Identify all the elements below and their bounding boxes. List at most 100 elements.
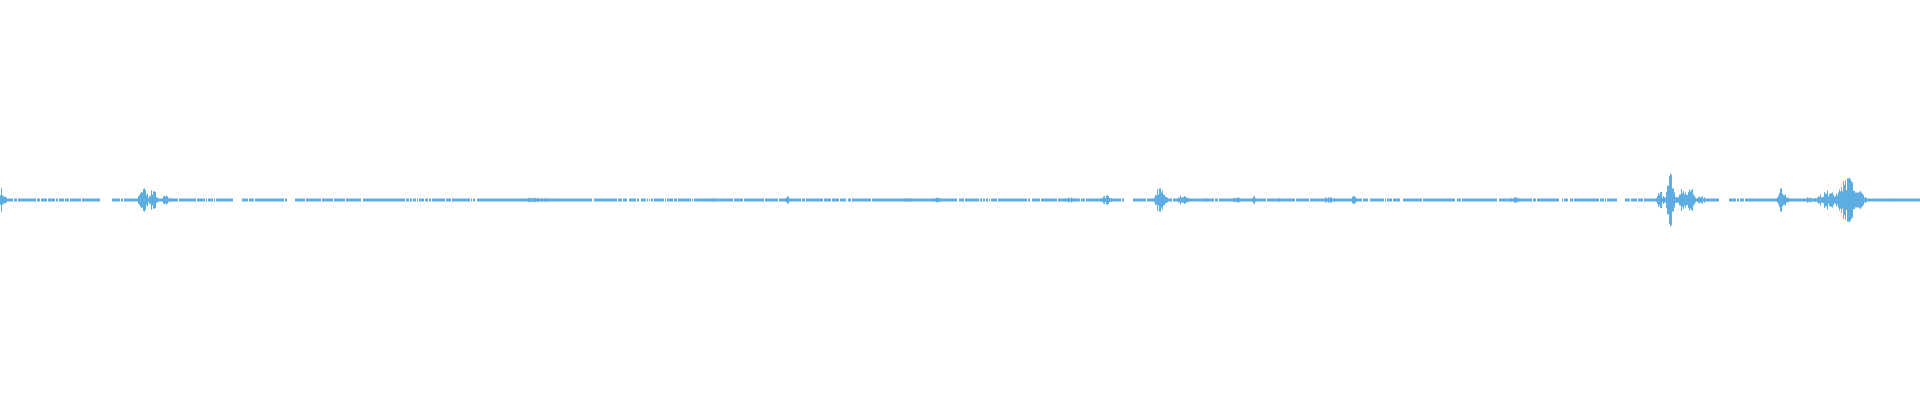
waveform-sample [421,198,422,202]
waveform-sample [1848,178,1849,222]
waveform-sample [1,188,2,212]
waveform-sample [1690,191,1691,209]
waveform-sample [61,198,62,202]
waveform-sample [860,198,861,202]
waveform-sample [1175,198,1176,202]
waveform-sample [1466,198,1467,202]
waveform-sample [566,198,567,202]
waveform-sample [1863,194,1864,206]
waveform-sample [934,198,935,202]
waveform-sample [199,198,200,202]
waveform-sample [1762,198,1763,202]
waveform-sample [1039,198,1040,202]
waveform-sample [1023,198,1024,202]
waveform-sample [170,198,171,202]
waveform-sample [608,198,609,202]
waveform-sample [591,198,592,202]
waveform-sample [1649,198,1650,202]
waveform-sample [882,198,883,202]
waveform-sample [490,198,491,202]
waveform-sample [478,198,479,202]
waveform-sample [1335,198,1336,202]
waveform-sample [1178,197,1179,203]
waveform-sample [50,198,51,202]
waveform-sample [226,198,227,202]
waveform-sample [634,198,635,202]
waveform-sample [1022,198,1023,202]
waveform-sample [770,198,771,202]
waveform-sample [797,198,798,202]
waveform-sample [1743,198,1744,202]
waveform-sample [1644,198,1645,202]
waveform-sample [1661,191,1662,209]
waveform-sample [1692,189,1693,211]
waveform-sample [556,198,557,202]
waveform-sample [1454,198,1455,202]
waveform-sample [580,198,581,202]
waveform-sample [1579,198,1580,202]
waveform-sample [1415,198,1416,202]
waveform-sample [151,190,152,210]
waveform-sample [442,198,443,202]
waveform-sample [721,198,722,202]
waveform-sample [430,198,431,202]
waveform-sample [477,198,478,202]
waveform-sample [1067,198,1068,202]
waveform-sample [577,198,578,202]
waveform-sample [503,198,504,202]
waveform-sample [1732,198,1733,202]
waveform-sample [1247,198,1248,202]
waveform-sample [463,198,464,202]
waveform-sample [1673,188,1674,212]
waveform-sample [1036,198,1037,202]
waveform-sample [1472,198,1473,202]
waveform-sample [1251,198,1252,202]
waveform-sample [1657,196,1658,204]
waveform-sample [301,198,302,202]
waveform-sample [454,198,455,202]
waveform-sample [903,198,904,202]
waveform-sample [967,198,968,202]
waveform-sample [755,198,756,202]
waveform-sample [1712,198,1713,202]
waveform-sample [419,198,420,202]
waveform-sample [444,198,445,202]
waveform-sample [829,198,830,202]
waveform-sample [774,198,775,202]
waveform-sample [1513,198,1514,202]
waveform-sample [1825,193,1826,207]
waveform-sample [1106,195,1107,205]
waveform-sample [1873,198,1874,202]
waveform-sample [1379,198,1380,202]
waveform-sample [1025,198,1026,202]
waveform-sample [464,198,465,202]
waveform-sample [1404,198,1405,202]
waveform-sample [1387,198,1388,202]
waveform-sample [422,198,423,202]
waveform-sample [1658,193,1659,207]
waveform-sample [1511,198,1512,202]
waveform-sample [179,198,180,202]
waveform-sample [353,198,354,202]
waveform-sample [316,198,317,202]
waveform-sample [1650,198,1651,202]
waveform-sample [1365,198,1366,202]
waveform-sample [49,198,50,202]
waveform-sample [1116,198,1117,202]
waveform-sample [389,198,390,202]
waveform-sample [1669,176,1670,224]
waveform-sample [1109,197,1110,203]
waveform-sample [551,198,552,202]
waveform-sample [1205,198,1206,202]
waveform-sample [1626,198,1627,202]
waveform-sample [1004,198,1005,202]
waveform-sample [1640,198,1641,202]
waveform-sample [455,198,456,202]
waveform-sample [595,198,596,202]
waveform-sample [486,198,487,202]
waveform-sample [931,198,932,202]
waveform-sample [981,198,982,202]
waveform-sample [688,198,689,202]
waveform-sample [869,198,870,202]
waveform-sample [716,198,717,202]
